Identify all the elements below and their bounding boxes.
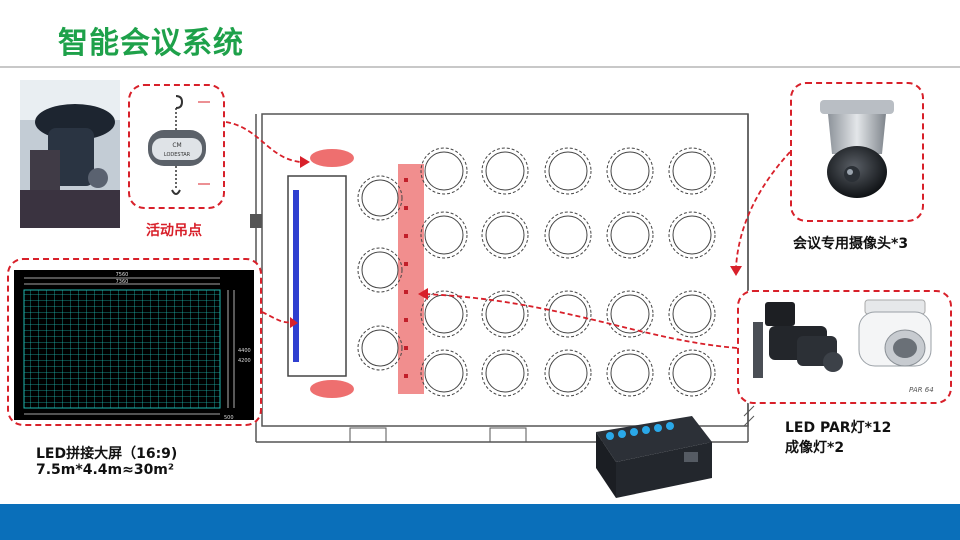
dim-top-inner: 7360 (116, 279, 129, 285)
stage-area (287, 175, 347, 377)
par-lamp-tag: PAR 64 (909, 386, 934, 394)
camera-callout (790, 82, 924, 222)
svg-text:LODESTAR: LODESTAR (164, 152, 191, 158)
hoist-label: 活动吊点 (146, 223, 202, 239)
page-title: 智能会议系统 (58, 26, 244, 61)
dim-right-outer: 4400 (238, 348, 251, 354)
truss-highlight (398, 164, 424, 394)
led-screen-size: 7.5m*4.4m≈30m² (36, 462, 175, 478)
title-divider (0, 66, 960, 68)
par-can-icon (858, 299, 932, 367)
footer-bar (0, 504, 960, 540)
lights-label-par: LED PAR灯*12 (785, 420, 892, 436)
led-screen-label: LED拼接大屏（16:9) (36, 446, 178, 462)
truss-nodes (404, 178, 408, 378)
hoist-photo (20, 80, 120, 228)
hoist-callout: CM LODESTAR (128, 84, 225, 209)
connector-arrows (225, 121, 791, 349)
svg-text:CM: CM (172, 142, 181, 149)
banquet-tables (357, 147, 716, 397)
dim-right-inner: 4200 (238, 358, 251, 364)
lights-callout: PAR 64 (737, 290, 952, 404)
led-connector (261, 311, 293, 324)
doors (349, 405, 755, 443)
hoist-icon: CM LODESTAR (148, 95, 210, 195)
dim-top-outer: 7560 (116, 272, 129, 278)
hoist-connector (225, 121, 301, 163)
stage-marker-top (310, 149, 354, 167)
led-screen-drawing: 7560 7360 4400 4200 500 (14, 270, 254, 421)
ptz-camera-icon (820, 100, 894, 198)
dmx-dimmer-icon (596, 416, 712, 498)
stage-marker-bottom (310, 380, 354, 398)
lights-label-imaging: 成像灯*2 (785, 440, 845, 456)
arrow-heads (290, 156, 742, 328)
lights-connector (423, 293, 738, 349)
camera-connector (735, 151, 791, 269)
dim-bottom: 500 (224, 415, 234, 420)
camera-label: 会议专用摄像头*3 (793, 236, 909, 252)
ellipsoidal-spotlight-icon (753, 302, 843, 378)
